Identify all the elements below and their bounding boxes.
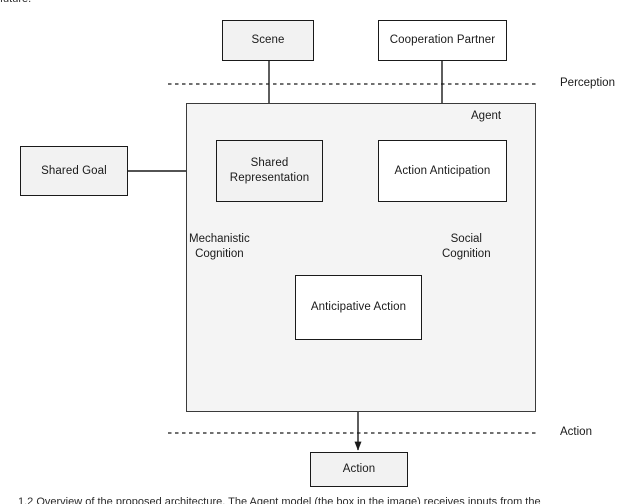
figure-top-caption: future. (0, 0, 640, 5)
edge-label-mechanistic-cognition: Mechanistic Cognition (189, 232, 250, 261)
node-cooperation-partner[interactable]: Cooperation Partner (378, 20, 507, 61)
edge-label-mechanistic-cognition-line1: Mechanistic (189, 233, 250, 245)
edge-label-social-cognition-line2: Cognition (442, 247, 491, 260)
zone-label-perception: Perception (560, 77, 615, 89)
node-anticipative-action[interactable]: Anticipative Action (295, 275, 422, 340)
node-action-anticipation[interactable]: Action Anticipation (378, 140, 507, 202)
zone-label-action: Action (560, 426, 592, 438)
edge-label-social-cognition-line1: Social (450, 233, 482, 245)
node-action[interactable]: Action (310, 452, 408, 487)
node-shared-goal[interactable]: Shared Goal (20, 146, 128, 196)
node-scene[interactable]: Scene (222, 20, 314, 61)
figure-bottom-caption: 1.2 Overview of the proposed architectur… (18, 496, 541, 504)
node-shared-representation[interactable]: Shared Representation (216, 140, 323, 202)
edge-label-mechanistic-cognition-line2: Cognition (195, 247, 244, 260)
agent-label: Agent (471, 110, 502, 122)
edge-label-social-cognition: Social Cognition (442, 232, 491, 261)
